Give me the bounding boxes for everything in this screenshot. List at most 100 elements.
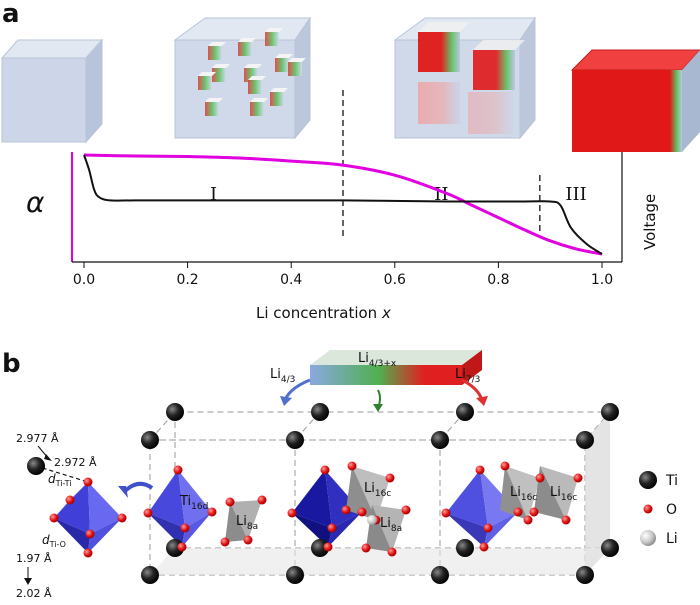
ti-atom	[601, 403, 619, 421]
o-atom	[65, 495, 75, 505]
o-atom	[347, 461, 357, 471]
ti-atom	[141, 566, 159, 584]
o-atom	[327, 523, 337, 533]
panel-b-label: b	[2, 349, 21, 379]
domain-cube-top	[250, 98, 268, 102]
domain-cube	[265, 32, 279, 46]
arrow-to-isolated	[122, 481, 154, 494]
o-atom	[220, 537, 230, 547]
cube-lithiated	[570, 49, 700, 152]
x-tick-label: 0.2	[176, 272, 198, 288]
domain-cube-top	[248, 76, 266, 80]
domain-cube-top	[244, 64, 262, 68]
alpha-curve	[83, 153, 603, 256]
o-atom	[535, 473, 545, 483]
label-dtio: dTi-O	[42, 533, 66, 549]
label-li8a: Li8a	[236, 514, 258, 532]
x-tick-label: 1.0	[591, 272, 613, 288]
o-atom	[225, 497, 235, 507]
dist-2977: 2.977 Å	[16, 432, 59, 445]
region-label: I	[210, 184, 217, 205]
domain-cube	[212, 68, 226, 82]
tetra-cell3	[500, 466, 578, 520]
octahedron-cell3	[446, 470, 518, 547]
domain-cube	[288, 62, 302, 76]
composition-bar	[310, 350, 482, 385]
legend-swatch	[639, 471, 657, 489]
label-li16c-1: Li16c	[364, 481, 391, 499]
o-atom	[479, 542, 489, 552]
ti-atom	[456, 539, 474, 557]
o-atom	[441, 508, 451, 518]
cube-pristine	[0, 38, 104, 144]
o-atom	[475, 465, 485, 475]
o-atom	[117, 513, 127, 523]
o-atom	[387, 547, 397, 557]
dist-2972: 2.972 Å	[54, 456, 97, 469]
o-atom	[320, 465, 330, 475]
cube-two-phase	[393, 16, 536, 140]
domain-cube	[248, 80, 262, 94]
o-atom	[513, 507, 523, 517]
domain-cube	[275, 58, 289, 72]
o-atom	[573, 473, 583, 483]
dist-202: 2.02 Å	[16, 587, 52, 600]
domain-cube-top	[265, 28, 283, 32]
label-li16c-3: Li16c	[550, 485, 577, 503]
legend-label: Ti	[665, 473, 678, 489]
ti-atom	[311, 539, 329, 557]
label-ti16d: Ti16d	[179, 494, 208, 512]
domain-cube	[208, 46, 222, 60]
o-atom	[341, 505, 351, 515]
ti-atom	[601, 539, 619, 557]
domain-cube-top	[212, 64, 230, 68]
domain-cube-top	[205, 98, 223, 102]
ti-atom	[166, 403, 184, 421]
o-atom	[385, 473, 395, 483]
o-atom	[83, 477, 93, 487]
legend-swatch	[640, 530, 656, 546]
o-atom	[173, 465, 183, 475]
label-li73: Li7/3	[455, 367, 480, 385]
ti-atom	[576, 431, 594, 449]
label-li43: Li4/3	[270, 367, 295, 385]
x-tick-label: 0.0	[73, 272, 95, 288]
domain-cube-top	[198, 72, 216, 76]
ti-atom	[456, 403, 474, 421]
o-atom	[483, 523, 493, 533]
ti-atom	[576, 566, 594, 584]
octahedron-cell2	[292, 470, 362, 547]
ti-atom	[286, 566, 304, 584]
label-li8a-2: Li8a	[380, 516, 402, 534]
label-dtiti: dTi-Ti	[48, 472, 72, 488]
ti-atom	[431, 431, 449, 449]
o-atom	[361, 543, 371, 553]
ti-atom	[311, 403, 329, 421]
domain-cube-top	[238, 38, 256, 42]
legend-label: Li	[666, 531, 678, 547]
ti-atom	[27, 457, 45, 475]
domain-cube	[238, 42, 252, 56]
o-atom	[357, 507, 367, 517]
tetra-cell2	[346, 466, 406, 552]
domain-cube	[198, 76, 212, 90]
voltage-axis-label: Voltage	[641, 194, 659, 250]
atoms	[27, 403, 619, 584]
o-atom	[323, 542, 333, 552]
voltage-curve	[83, 154, 603, 255]
domain-cube-top	[275, 54, 293, 58]
legend-label: O	[666, 502, 677, 518]
o-atom	[49, 513, 59, 523]
domain-cube-top	[270, 88, 288, 92]
dist-197: 1.97 Å	[16, 552, 52, 565]
o-atom	[83, 548, 93, 558]
x-tick-label: 0.4	[280, 272, 302, 288]
o-atom	[143, 508, 153, 518]
o-atom	[529, 507, 539, 517]
x-axis-label: Li concentration x	[256, 304, 391, 322]
o-atom	[243, 535, 253, 545]
atom-legend: TiO Li	[639, 471, 678, 547]
label-li16c-2: Li16c	[510, 485, 537, 503]
